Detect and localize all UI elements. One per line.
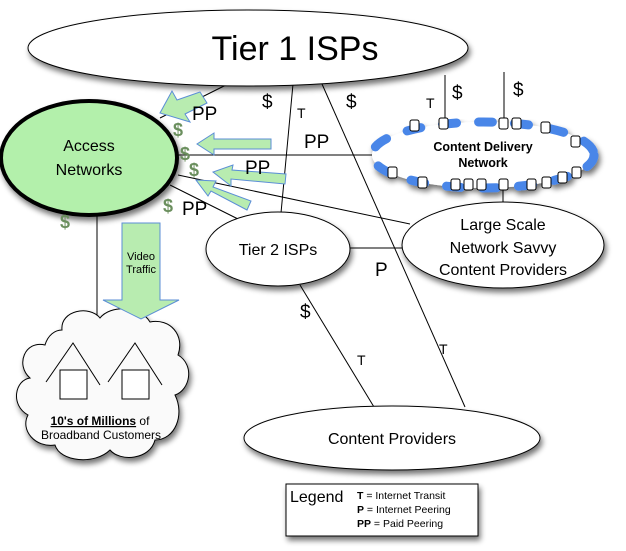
server-icon — [417, 176, 428, 189]
legend-title: Legend — [290, 489, 343, 506]
t-label: T — [426, 95, 435, 111]
legend-item-paid-peering: PP = Paid Peering — [357, 518, 443, 530]
dollar-label: $ — [513, 80, 524, 101]
content-providers-node[interactable] — [243, 405, 541, 471]
video-traffic-label-1: Video — [127, 251, 155, 263]
large-scale-label-3: Content Providers — [439, 262, 567, 279]
line-access-tier2 — [169, 184, 241, 221]
green-dollars: $ $ $ $ $ — [60, 120, 199, 232]
tier2-node[interactable] — [205, 211, 351, 287]
customers-bold: 10's of Millions — [51, 414, 137, 428]
legend-item-transit: T = Internet Transit — [357, 490, 446, 502]
content-providers-label: Content Providers — [328, 431, 456, 448]
dollar-label: $ — [346, 92, 357, 113]
server-icon — [511, 117, 522, 130]
server-icon — [409, 119, 420, 132]
house-icons — [45, 342, 163, 400]
cdn-label-2: Network — [458, 156, 507, 170]
house-roof-icon — [45, 342, 101, 386]
edge-labels: PP PP PP PP T T T T P $ $ $ $ $ — [182, 80, 524, 368]
legend-desc: = Internet Peering — [364, 504, 451, 516]
line-tier1-tier2 — [280, 83, 294, 214]
pp-label: PP — [182, 199, 207, 220]
server-icon — [463, 178, 474, 191]
access-networks-node[interactable] — [0, 99, 179, 217]
connection-lines — [96, 72, 505, 408]
pp-label: PP — [245, 158, 270, 179]
tier1-node[interactable] — [27, 9, 469, 87]
t-label: T — [297, 105, 306, 121]
legend-key: T — [357, 490, 364, 502]
green-dollar-icon: $ — [173, 120, 183, 140]
video-traffic-arrow — [102, 222, 180, 320]
traffic-arrow-tier2 — [194, 179, 252, 211]
legend-desc: = Internet Transit — [363, 490, 445, 502]
server-icon — [387, 166, 398, 179]
legend-box — [285, 483, 479, 537]
traffic-arrow-tier1 — [159, 89, 208, 123]
traffic-arrows — [159, 89, 287, 211]
server-icon — [498, 117, 509, 130]
t-label: T — [439, 341, 448, 357]
large-scale-label-2: Network Savvy — [450, 240, 557, 257]
customers-label-2: Broadband Customers — [41, 428, 161, 442]
pp-label: PP — [192, 104, 217, 125]
server-icon — [438, 117, 449, 130]
cdn-server-icons — [387, 117, 582, 191]
house-icon — [59, 369, 88, 400]
dollar-label: $ — [300, 302, 311, 323]
access-label-1: Access — [63, 138, 115, 155]
access-label-2: Networks — [56, 162, 123, 179]
green-dollar-icon: $ — [163, 196, 173, 216]
traffic-arrow-cdn — [196, 132, 272, 156]
line-tier1-content-providers — [321, 83, 466, 408]
cdn-label-1: Content Delivery — [433, 140, 532, 154]
t-label: T — [357, 352, 366, 368]
server-icon — [571, 166, 582, 179]
legend-key: P — [357, 504, 364, 516]
server-icon — [476, 178, 487, 191]
house-icon — [121, 369, 150, 400]
line-access-large-scale — [177, 174, 411, 225]
server-icon — [557, 171, 568, 184]
green-dollar-icon: $ — [189, 160, 199, 180]
pp-label: PP — [304, 132, 329, 153]
video-traffic-label-2: Traffic — [126, 264, 156, 276]
green-dollar-icon: $ — [60, 212, 70, 232]
p-label: P — [375, 260, 388, 281]
dollar-label: $ — [452, 83, 463, 104]
large-scale-node[interactable] — [401, 201, 605, 289]
server-icon — [498, 178, 509, 191]
server-icon — [570, 135, 581, 148]
traffic-arrow-large-scale — [211, 164, 287, 188]
server-icon — [450, 178, 461, 191]
legend-desc: = Paid Peering — [371, 518, 443, 530]
tier1-label: Tier 1 ISPs — [212, 30, 379, 68]
server-icon — [540, 121, 551, 134]
line-tier2-content-providers — [299, 284, 375, 408]
legend-item-peering: P = Internet Peering — [357, 504, 451, 516]
legend-key: PP — [357, 518, 371, 530]
server-icon — [541, 176, 552, 189]
customers-rest: of — [136, 414, 150, 428]
large-scale-label-1: Large Scale — [460, 217, 545, 234]
house-roof-icon — [107, 342, 163, 386]
server-icon — [526, 178, 537, 191]
customers-label-1: 10's of Millions of — [51, 414, 151, 428]
tier2-label: Tier 2 ISPs — [239, 242, 318, 259]
dollar-label: $ — [262, 92, 273, 113]
green-dollar-icon: $ — [180, 144, 190, 164]
